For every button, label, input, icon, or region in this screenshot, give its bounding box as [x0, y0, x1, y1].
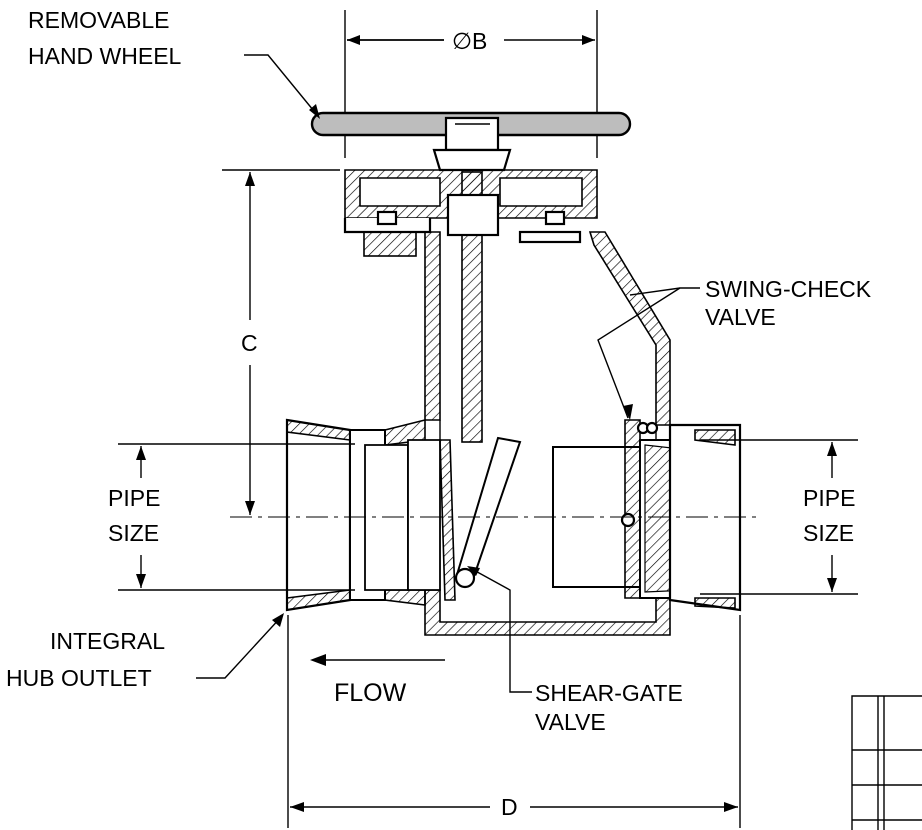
dimension-d-label: D [501, 794, 518, 820]
dimension-pipe-size-right [700, 439, 858, 595]
valve-body [424, 171, 671, 636]
flow-label: FLOW [334, 679, 407, 707]
pipe-size-right-line2: SIZE [803, 520, 854, 546]
shear-gate-label-line2: VALVE [535, 709, 606, 735]
dimension-d [287, 615, 741, 828]
leader-lines [196, 54, 700, 693]
left-hub-outlet [285, 418, 441, 612]
pipe-size-left-line2: SIZE [108, 520, 159, 546]
hand-wheel-label-line1: REMOVABLE [28, 7, 169, 33]
flow-arrow [310, 654, 445, 666]
hand-wheel-label-line2: HAND WHEEL [28, 43, 182, 69]
integral-hub-label-line2: HUB OUTLET [6, 665, 152, 691]
right-hub [552, 419, 742, 612]
dimension-c [222, 169, 340, 515]
partial-table [851, 695, 922, 830]
shear-gate-label-line1: SHEAR-GATE [535, 680, 683, 706]
shear-gate [439, 436, 522, 601]
pipe-size-right-line1: PIPE [803, 485, 855, 511]
hand-wheel [310, 10, 632, 172]
dimension-c-label: C [241, 330, 258, 356]
dimension-b [347, 35, 595, 45]
swing-check-label-line1: SWING-CHECK [705, 276, 872, 302]
integral-hub-label-line1: INTEGRAL [50, 628, 165, 654]
swing-check-label-line2: VALVE [705, 304, 776, 330]
pipe-size-left-line1: PIPE [108, 485, 160, 511]
dimension-pipe-size-left [118, 443, 355, 591]
dimension-b-label: ∅B [452, 28, 487, 54]
